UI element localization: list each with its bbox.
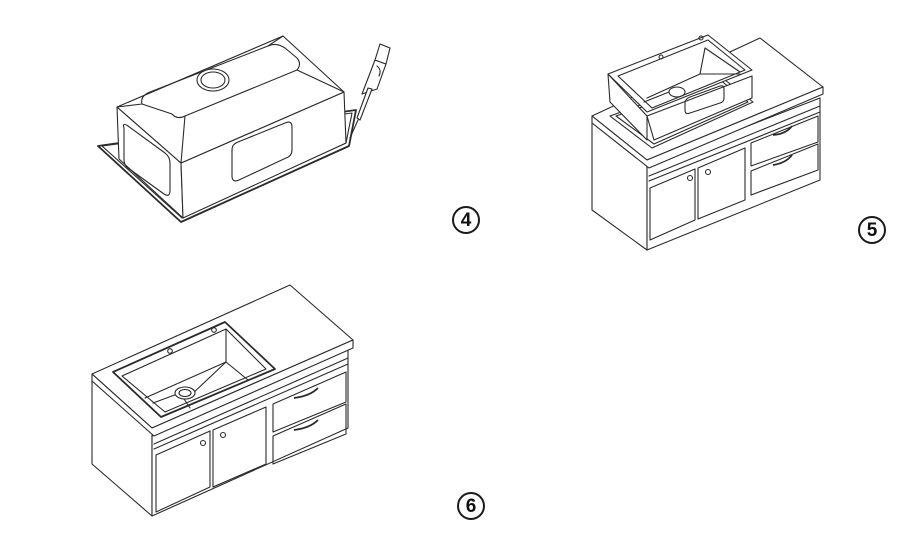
sealant-tube-icon [349, 43, 391, 139]
step-4-illustration: 4 [0, 0, 480, 270]
step-6-illustration: 6 [80, 280, 485, 520]
installed-sink-cabinet-drawing [91, 284, 354, 517]
step-number-badge: 4 [452, 206, 480, 234]
step-number: 6 [465, 495, 477, 517]
inverted-sink-drawing [97, 35, 391, 223]
step-number-badge: 6 [457, 492, 485, 520]
step-number-badge: 5 [858, 216, 886, 244]
sink-into-cabinet-drawing [591, 34, 824, 251]
step-number: 4 [460, 209, 472, 231]
step-number: 5 [866, 219, 878, 241]
step-5-illustration: 5 [580, 30, 900, 260]
